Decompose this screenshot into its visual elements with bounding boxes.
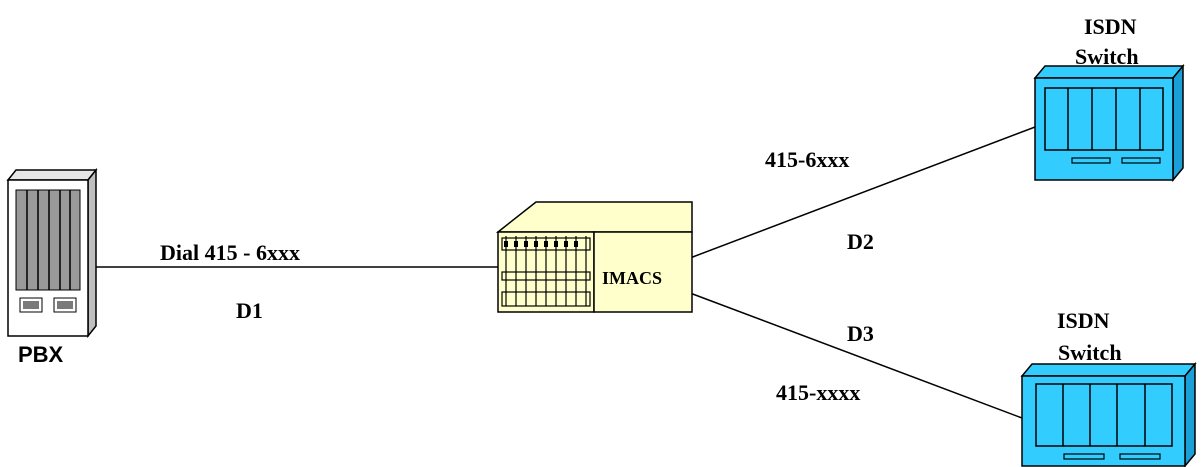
pbx-label: PBX xyxy=(18,342,64,367)
pbx-icon xyxy=(6,167,98,339)
link-d3-channel-label: D3 xyxy=(847,321,874,346)
imacs-icon xyxy=(495,201,693,313)
link-d3-line xyxy=(689,292,1023,419)
link-d2-line xyxy=(689,126,1036,259)
isdn-switch-top-icon xyxy=(1033,63,1185,183)
link-d3-number-label: 415-xxxx xyxy=(776,380,860,405)
link-d1-dial-label: Dial 415 - 6xxx xyxy=(160,240,300,265)
link-d1-channel-label: D1 xyxy=(236,298,263,323)
link-d2-channel-label: D2 xyxy=(847,229,874,254)
isdn-switch-top-label-line1: ISDN xyxy=(1084,14,1137,39)
isdn-switch-bottom-label-line1: ISDN xyxy=(1057,308,1110,333)
link-d2-number-label: 415-6xxx xyxy=(765,147,849,172)
isdn-switch-top-label-line2: Switch xyxy=(1075,44,1139,69)
imacs-label: IMACS xyxy=(602,268,662,288)
isdn-switch-bottom-label-line2: Switch xyxy=(1058,340,1122,365)
isdn-switch-bottom-icon xyxy=(1020,361,1197,467)
